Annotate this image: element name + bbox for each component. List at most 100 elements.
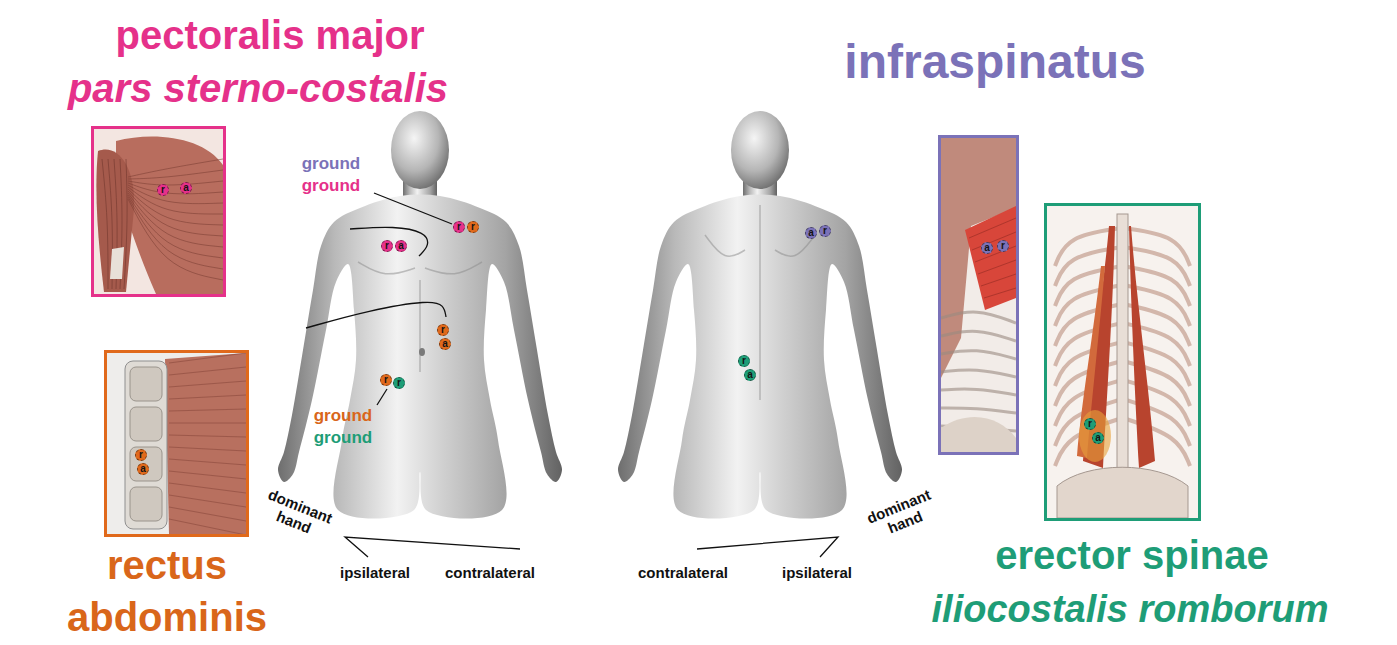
- ground-label: ground: [314, 429, 373, 446]
- pelvis: [1057, 467, 1188, 518]
- muscle-fibre: [972, 232, 1016, 250]
- muscle-fibre: [169, 381, 246, 387]
- side-label: contralateral: [638, 565, 728, 582]
- arm-muscle: [96, 149, 134, 292]
- muscle-name: erector spinae: [995, 531, 1268, 579]
- muscle-fibre: [169, 423, 246, 424]
- ground-label: ground: [314, 407, 373, 424]
- electrode-letter: r: [453, 221, 465, 233]
- muscle-fibre: [978, 260, 1016, 274]
- ground-label: ground: [302, 177, 361, 194]
- back-muscle: [941, 138, 1016, 378]
- body-shading: [419, 280, 421, 372]
- muscle-name: rectus abdominis: [47, 539, 287, 643]
- muscle-fibre: [981, 274, 1016, 286]
- front-figure: [278, 111, 562, 519]
- electrode-letter: r: [467, 221, 479, 233]
- spine: [1117, 214, 1128, 474]
- body: [278, 195, 562, 519]
- inset-ground: [94, 129, 223, 294]
- leader-line: [345, 537, 520, 557]
- side-label: contralateral: [445, 565, 535, 582]
- side-label: ipsilateral: [340, 565, 410, 582]
- muscle-fibre: [169, 459, 246, 465]
- muscle-fibre: [128, 159, 223, 177]
- anatomy-illustration: [107, 353, 246, 534]
- muscle-fibre: [102, 159, 108, 289]
- electrode-letter: a: [805, 227, 817, 239]
- muscle-fibre: [169, 483, 246, 493]
- muscle-fibre: [128, 170, 223, 179]
- anatomy-illustration: [94, 129, 223, 294]
- electrode-letter: r: [157, 184, 169, 196]
- muscle-name: infraspinatus: [844, 33, 1145, 91]
- head: [391, 111, 449, 189]
- muscle-fibre: [169, 435, 246, 437]
- electrode-letter: a: [981, 242, 993, 254]
- muscle-inset: rectus abdominis: [104, 350, 249, 537]
- muscle-name: pectoralis major: [115, 11, 424, 59]
- muscle-inset: infraspinatus: [938, 135, 1019, 455]
- electrode-letter: a: [1092, 432, 1104, 444]
- muscle-fibre: [128, 197, 223, 269]
- muscle-inset: erector spinaeiliocostalis romborum: [1044, 203, 1201, 521]
- electrode-letter: a: [180, 182, 192, 194]
- rib: [1123, 418, 1190, 466]
- head: [731, 111, 789, 189]
- muscle-fibre: [169, 471, 246, 479]
- muscle-name: pars sterno-costalis: [68, 64, 448, 112]
- muscle-fibre: [169, 353, 246, 363]
- rib: [941, 331, 1016, 341]
- muscle-fibre: [128, 195, 223, 258]
- hand-label: dominant hand: [859, 484, 946, 545]
- rectus-segment: [130, 407, 162, 441]
- body-shading: [425, 262, 482, 274]
- hand-label: dominant hand: [254, 484, 341, 545]
- tendon: [110, 247, 124, 279]
- muscle-fibre: [169, 395, 246, 399]
- body-shading: [759, 205, 761, 400]
- electrode-letter: r: [1084, 418, 1096, 430]
- body-shading: [358, 262, 415, 274]
- muscle-fibre: [128, 181, 223, 185]
- erector-muscle: [1129, 226, 1155, 468]
- electrode-letter: r: [997, 240, 1009, 252]
- rib: [941, 370, 1016, 377]
- electrode-letter: r: [135, 449, 147, 461]
- muscle-fibre: [124, 159, 127, 289]
- rib: [941, 408, 1016, 413]
- muscle-fibre: [128, 187, 223, 214]
- oblique-muscle: [165, 353, 246, 534]
- muscle-fibre: [169, 409, 246, 411]
- electrode-letter: r: [380, 374, 392, 386]
- muscle-fibre: [984, 288, 1016, 298]
- rectus-segment: [130, 487, 162, 521]
- muscle-inset: pectoralis majorpars sterno-costalis: [91, 126, 226, 297]
- pelvis: [941, 417, 1016, 452]
- navel: [419, 348, 425, 356]
- electrode-letter: r: [381, 240, 393, 252]
- rectus-segment: [130, 367, 162, 401]
- muscle-fibre: [128, 191, 223, 236]
- rib: [941, 351, 1016, 359]
- rectus-segment: [130, 447, 162, 481]
- body: [618, 195, 902, 519]
- electrode-letter: r: [393, 377, 405, 389]
- electrode-letter: a: [137, 463, 149, 475]
- rib: [941, 389, 1016, 395]
- inset-ground: [1047, 206, 1198, 518]
- rectus-sheath: [125, 361, 167, 529]
- electrode-letter: r: [819, 225, 831, 237]
- electrode-letter: a: [439, 338, 451, 350]
- anatomy-illustration: [1047, 206, 1198, 518]
- muscle-fibre: [169, 447, 246, 451]
- muscle-fibre: [169, 519, 246, 534]
- electrode-letter: a: [744, 369, 756, 381]
- muscle-fibre: [128, 185, 223, 204]
- muscle-fibre: [169, 367, 246, 375]
- muscle-fibre: [169, 507, 246, 521]
- erector-highlight: [1079, 410, 1111, 462]
- infraspinatus-muscle: [965, 206, 1016, 310]
- back-figure: [618, 111, 902, 519]
- body-shading: [705, 235, 745, 256]
